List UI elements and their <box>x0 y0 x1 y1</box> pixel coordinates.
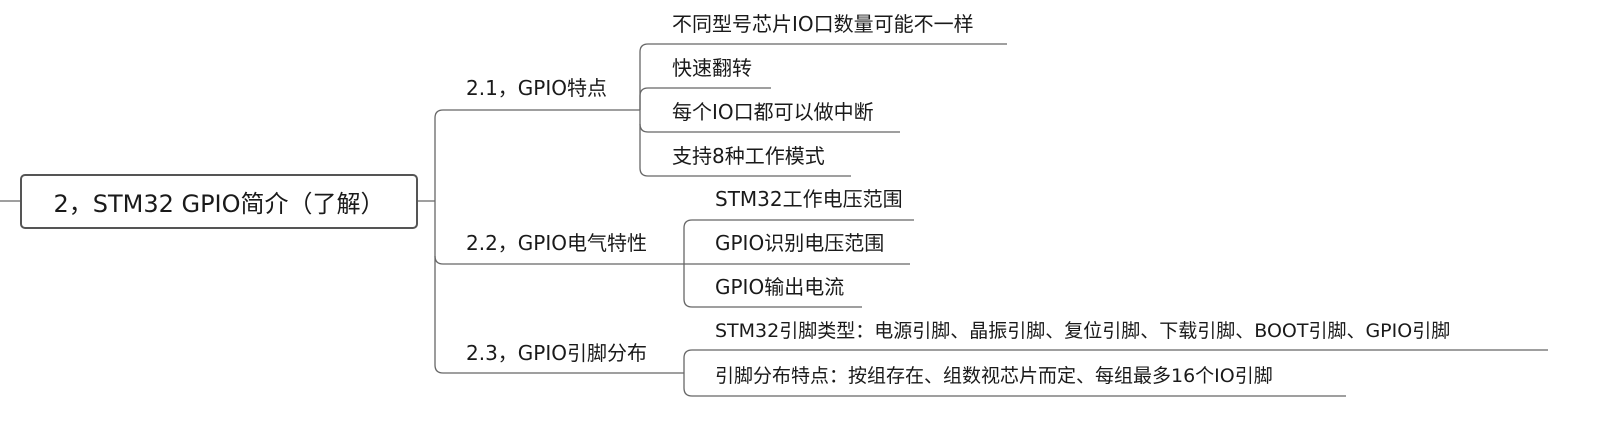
leaf-label: 支持8种工作模式 <box>672 144 825 168</box>
b1-child-4-line <box>639 124 851 177</box>
leaf-node[interactable]: 快速翻转 <box>672 56 752 80</box>
branch-node-2[interactable]: 2.2，GPIO电气特性 <box>466 231 647 255</box>
b2-child-1-line <box>683 219 914 264</box>
leaf-label: 快速翻转 <box>672 56 752 80</box>
branch-node-1[interactable]: 2.1，GPIO特点 <box>466 76 607 100</box>
b1-child-1-line <box>639 43 1007 110</box>
b3-child-2-line <box>683 373 1346 397</box>
branch-node-3[interactable]: 2.3，GPIO引脚分布 <box>466 341 647 365</box>
leaf-label: 引脚分布特点：按组存在、组数视芯片而定、每组最多16个IO引脚 <box>715 365 1273 387</box>
leaf-node[interactable]: STM32工作电压范围 <box>715 187 903 211</box>
leaf-label: STM32引脚类型：电源引脚、晶振引脚、复位引脚、下载引脚、BOOT引脚、GPI… <box>715 320 1451 342</box>
branch-label: 2.1，GPIO特点 <box>466 76 608 100</box>
leaf-label: 不同型号芯片IO口数量可能不一样 <box>672 12 974 36</box>
branch-label: 2.2，GPIO电气特性 <box>466 231 648 255</box>
leaf-label: GPIO输出电流 <box>715 275 845 299</box>
b3-child-1-line <box>683 349 1548 373</box>
branch-label: 2.3，GPIO引脚分布 <box>466 341 648 365</box>
trunk-line-branch-3 <box>434 256 684 374</box>
b1-child-2-line <box>639 87 771 110</box>
root-label: 2，STM32 GPIO简介（了解） <box>53 190 385 218</box>
leaf-label: GPIO识别电压范围 <box>715 231 885 255</box>
b2-child-3-line <box>683 264 862 308</box>
leaf-node[interactable]: 引脚分布特点：按组存在、组数视芯片而定、每组最多16个IO引脚 <box>715 364 1273 388</box>
leaf-node[interactable]: 支持8种工作模式 <box>672 144 825 168</box>
trunk-line-branch-1 <box>434 109 640 201</box>
leaf-node[interactable]: 不同型号芯片IO口数量可能不一样 <box>672 12 974 36</box>
leaf-node[interactable]: GPIO识别电压范围 <box>715 231 884 255</box>
leaf-node[interactable]: STM32引脚类型：电源引脚、晶振引脚、复位引脚、下载引脚、BOOT引脚、GPI… <box>715 319 1450 343</box>
leaf-node[interactable]: GPIO输出电流 <box>715 275 844 299</box>
root-node[interactable]: 2，STM32 GPIO简介（了解） <box>20 174 418 229</box>
leaf-label: 每个IO口都可以做中断 <box>672 100 874 124</box>
leaf-node[interactable]: 每个IO口都可以做中断 <box>672 100 874 124</box>
leaf-label: STM32工作电压范围 <box>715 187 903 211</box>
